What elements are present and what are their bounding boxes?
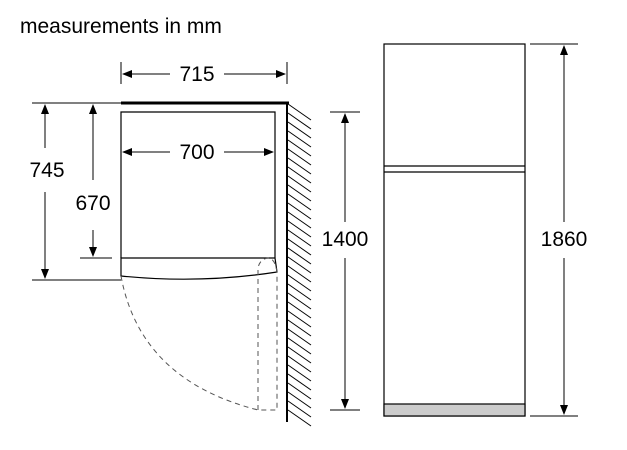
base-plinth bbox=[383, 403, 526, 417]
dim-outer-depth-label: 745 bbox=[29, 159, 64, 182]
wall-hatching bbox=[287, 103, 312, 427]
top-view bbox=[120, 101, 312, 427]
dim-outer-width: 715 bbox=[120, 62, 288, 86]
dim-wall-height-label: 1400 bbox=[322, 228, 369, 251]
dim-outer-width-label: 715 bbox=[179, 63, 214, 86]
dim-inner-width: 700 bbox=[122, 141, 274, 164]
front-view bbox=[383, 43, 526, 417]
dim-outer-depth: 745 bbox=[29, 102, 121, 281]
fridge-outline bbox=[383, 43, 526, 417]
door-swing-arc bbox=[120, 275, 259, 411]
door-panel bbox=[120, 257, 278, 280]
dim-inner-width-label: 700 bbox=[179, 141, 214, 164]
cabinet-body-outline bbox=[120, 111, 276, 258]
dim-inner-depth: 670 bbox=[75, 104, 112, 259]
dim-inner-depth-label: 670 bbox=[75, 192, 110, 215]
dim-wall-height: 1400 bbox=[322, 111, 369, 411]
dim-total-height: 1860 bbox=[530, 43, 588, 417]
page-title: measurements in mm bbox=[20, 15, 222, 38]
door-open-outline bbox=[257, 257, 278, 411]
dim-total-height-label: 1860 bbox=[541, 228, 588, 251]
